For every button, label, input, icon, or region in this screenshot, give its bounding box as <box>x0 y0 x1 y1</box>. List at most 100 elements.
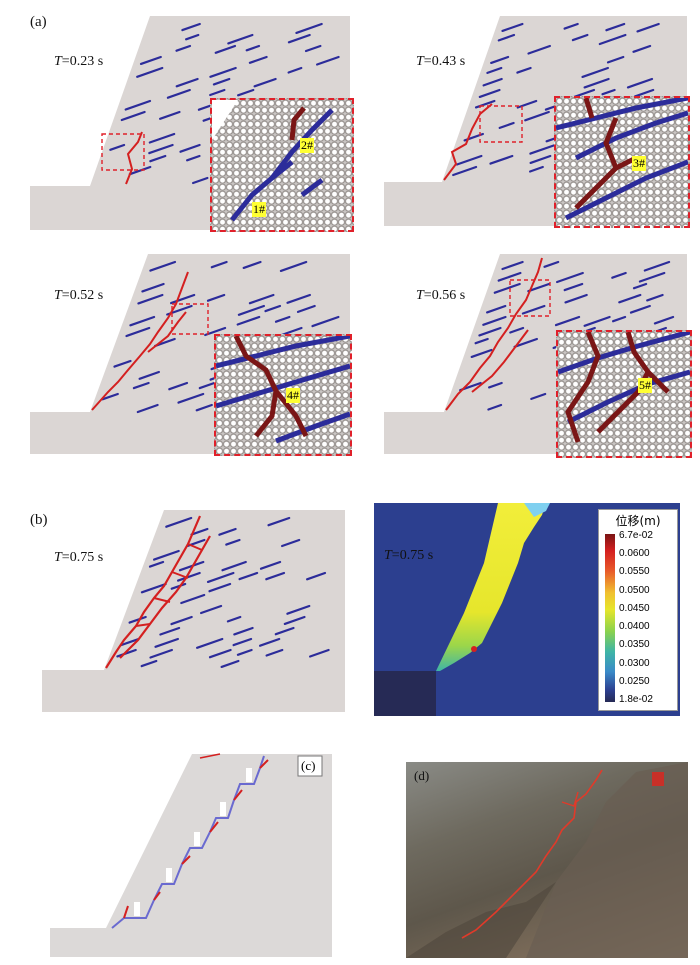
time-label-1: T=0.23 s <box>54 54 104 69</box>
joint-segment <box>185 33 200 41</box>
joint-segment <box>180 593 206 605</box>
marker-2: 2# <box>300 138 314 153</box>
joint-segment <box>274 626 295 636</box>
stepped-failure-model <box>50 753 332 957</box>
joint-segment <box>232 637 253 647</box>
joint-segment <box>237 88 255 97</box>
joint-segment <box>529 165 544 173</box>
joint-segment <box>487 403 503 411</box>
joint-segment <box>474 337 489 345</box>
marker-5: 5# <box>638 378 652 393</box>
joint-segment <box>159 626 181 636</box>
joint-segment <box>148 143 174 155</box>
joint-segment <box>141 282 165 293</box>
joint-segment <box>206 293 226 302</box>
joint-segment <box>267 516 291 527</box>
joint-segment <box>175 44 192 52</box>
joint-segment <box>489 154 514 165</box>
colorbar-tick-label: 0.0250 <box>619 675 650 687</box>
joint-segment <box>264 304 282 313</box>
displacement-contour <box>374 503 550 716</box>
time-label-5: T=0.75 s <box>54 550 104 565</box>
colorbar-tick-label: 0.0300 <box>619 657 650 669</box>
subplot-a1: 2# 1# T=0.23 s <box>28 14 358 236</box>
joint-segment <box>236 315 261 326</box>
colorbar-tick-label: 0.0450 <box>619 602 650 614</box>
joint-segment <box>200 604 223 615</box>
joint-segment <box>129 315 156 327</box>
joint-segment <box>626 77 654 89</box>
joint-segment <box>113 359 132 368</box>
inset-a2: 3# <box>554 96 690 228</box>
failure-path <box>111 755 265 929</box>
joint-segment <box>149 154 167 163</box>
zoom-box <box>101 133 145 171</box>
joint-segment <box>175 77 199 88</box>
traced-failure-line <box>461 769 603 939</box>
time-label-4: T=0.56 s <box>416 288 466 303</box>
joint-segment <box>281 538 301 548</box>
colorbar-title: 位移(m) <box>615 514 661 528</box>
crack-trace <box>105 515 202 669</box>
joint-segment <box>643 260 671 272</box>
joint-segment <box>177 392 205 404</box>
joint-segment <box>128 165 152 176</box>
joint-segment <box>242 260 262 269</box>
joint-segment <box>543 260 560 268</box>
joint-segment <box>218 527 237 536</box>
inset-a3: 4# <box>214 334 352 456</box>
joint-segment <box>521 304 546 315</box>
joint-segment <box>259 637 281 647</box>
zoom-box <box>171 303 209 335</box>
joint-segment <box>168 381 189 391</box>
joint-segment <box>304 44 322 53</box>
joint-segment <box>583 77 610 89</box>
joint-segment <box>165 516 193 528</box>
joint-segment <box>474 99 496 109</box>
colorbar-tick-label: 0.0500 <box>619 584 650 596</box>
time-label-3: T=0.52 s <box>54 288 104 303</box>
joint-segment <box>295 22 323 34</box>
joint-segment <box>166 88 191 99</box>
joint-segment <box>253 77 277 88</box>
marker-1: 1# <box>252 202 266 217</box>
joint-segment <box>527 44 551 55</box>
joint-segment <box>287 66 303 74</box>
inset-a4: 5# <box>556 330 692 458</box>
joint-segment <box>136 403 159 414</box>
time-label-6b: T=0.75 s <box>384 548 434 563</box>
joint-segment <box>248 293 275 305</box>
joint-segment <box>478 326 502 337</box>
joint-segment <box>563 282 584 292</box>
joint-segment <box>136 66 164 78</box>
panel-label-a: (a) <box>30 14 47 30</box>
joint-segment <box>646 293 664 302</box>
joint-segment <box>149 648 173 659</box>
joint-segment <box>556 271 584 284</box>
joint-segment <box>513 337 538 348</box>
subplot-b1: T=0.75 s <box>40 508 350 714</box>
joint-segment <box>149 260 177 272</box>
zoom-box <box>479 105 523 143</box>
joint-segment <box>509 326 525 334</box>
joint-segment <box>636 22 660 33</box>
joint-segment <box>516 66 532 74</box>
joint-segment <box>629 304 651 314</box>
inset-a1: 2# 1# <box>210 98 354 232</box>
joint-segment <box>214 44 237 54</box>
joint-segment <box>280 326 303 337</box>
sliding-mass <box>436 503 546 671</box>
joint-segment <box>120 637 140 647</box>
joint-segment <box>486 66 503 75</box>
colorbar-tick-label: 0.0400 <box>619 621 650 633</box>
joint-segment <box>192 176 209 185</box>
joint-segment <box>296 304 316 314</box>
panel-label-d: (d) <box>414 768 430 783</box>
colorbar-tick-label: 0.0350 <box>619 639 650 651</box>
joint-segment <box>490 55 510 65</box>
joint-segment <box>618 293 642 304</box>
joint-segment <box>605 22 626 32</box>
joint-segment <box>563 22 579 30</box>
crack-trace <box>125 131 143 185</box>
